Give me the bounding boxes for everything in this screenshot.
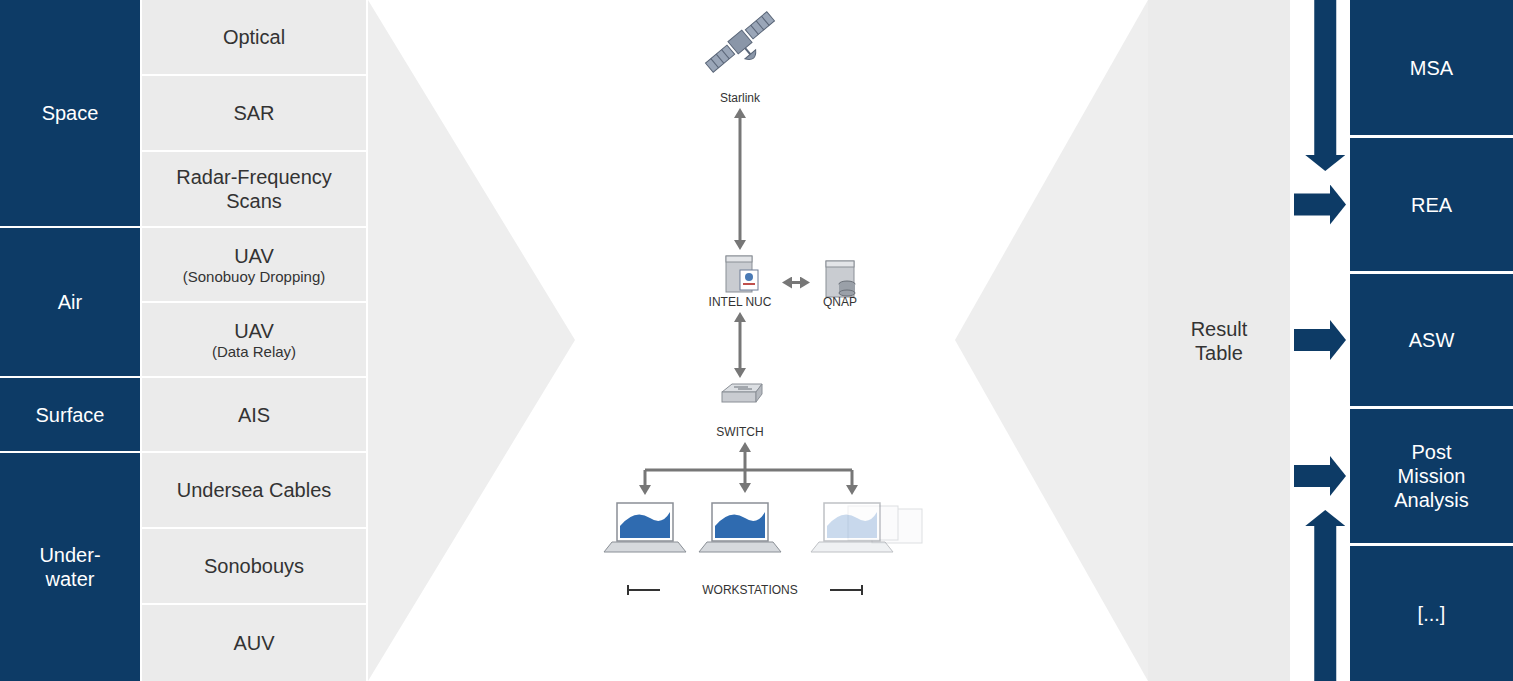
link-arrow <box>792 281 800 284</box>
output-box: Post Mission Analysis <box>1350 409 1513 543</box>
source-cell: AIS <box>142 378 366 451</box>
output-box: [...] <box>1350 546 1513 681</box>
block-arrow <box>1294 465 1330 487</box>
link-arrow <box>739 118 742 240</box>
box-label: Space <box>42 101 99 125</box>
input-funnel <box>368 0 575 681</box>
workstation-group: WORKSTATIONS <box>590 495 910 598</box>
box-label: (Data Relay) <box>212 343 296 361</box>
domain-band: Surface <box>0 378 140 451</box>
box-label: Post Mission Analysis <box>1387 440 1477 512</box>
satellite-icon <box>704 10 784 84</box>
box-label: Undersea Cables <box>177 478 332 502</box>
switch-icon <box>722 384 762 402</box>
output-box: MSA <box>1350 0 1513 135</box>
box-label: AUV <box>233 631 274 655</box>
server-node: INTEL NUC <box>700 252 780 310</box>
output-box: ASW <box>1350 274 1513 406</box>
box-label: Sonobouys <box>204 554 304 578</box>
box-label: Result Table <box>1179 317 1259 365</box>
block-arrow <box>1294 329 1330 351</box>
icon-label: WORKSTATIONS <box>702 583 798 597</box>
source-cell: Radar-Frequency Scans <box>142 152 366 226</box>
box-label: Optical <box>223 25 285 49</box>
laptop-icon <box>811 503 893 552</box>
link-arrow <box>739 322 742 368</box>
source-cell: Undersea Cables <box>142 453 366 527</box>
satellite-node: Starlink <box>695 4 785 106</box>
box-label: [...] <box>1418 602 1446 626</box>
box-label: AIS <box>238 403 270 427</box>
block-arrow <box>1314 0 1336 155</box>
icon-label: QNAP <box>823 295 857 309</box>
icon-label: SWITCH <box>716 425 763 439</box>
box-label: ASW <box>1409 328 1455 352</box>
block-arrow <box>1294 194 1330 216</box>
domain-band: Under- water <box>0 453 140 681</box>
switch-node: SWITCH <box>705 380 775 440</box>
branch-line <box>851 470 854 485</box>
output-box: REA <box>1350 138 1513 271</box>
laptop-icon <box>699 503 781 552</box>
box-label: UAV <box>234 244 274 268</box>
branch-line <box>644 470 647 485</box>
result-panel: Result Table <box>1148 0 1290 681</box>
storage-icon <box>826 261 855 297</box>
output-funnel <box>955 0 1148 681</box>
domain-band: Space <box>0 0 140 226</box>
box-label: MSA <box>1410 56 1453 80</box>
domain-band: Air <box>0 228 140 376</box>
source-cell: Sonobouys <box>142 529 366 603</box>
block-arrow <box>1314 526 1336 681</box>
box-label: UAV <box>234 319 274 343</box>
box-label: REA <box>1411 193 1452 217</box>
box-label: Air <box>58 290 82 314</box>
box-label: Under- water <box>30 543 110 591</box>
source-cell: UAV(Sonobuoy Dropping) <box>142 228 366 301</box>
source-cell: UAV(Data Relay) <box>142 303 366 376</box>
icon-label: Starlink <box>720 91 760 105</box>
storage-node: QNAP <box>812 258 868 310</box>
laptop-icon <box>604 503 686 552</box>
server-icon <box>726 256 758 292</box>
branch-line <box>645 469 852 472</box>
link-arrow <box>744 452 747 483</box>
source-cell: Optical <box>142 0 366 74</box>
source-cell: SAR <box>142 76 366 150</box>
box-label: Surface <box>36 403 105 427</box>
box-label: SAR <box>233 101 274 125</box>
box-label: Radar-Frequency Scans <box>164 165 344 213</box>
box-label: (Sonobuoy Dropping) <box>183 268 326 286</box>
icon-label: INTEL NUC <box>709 295 772 309</box>
source-cell: AUV <box>142 605 366 681</box>
